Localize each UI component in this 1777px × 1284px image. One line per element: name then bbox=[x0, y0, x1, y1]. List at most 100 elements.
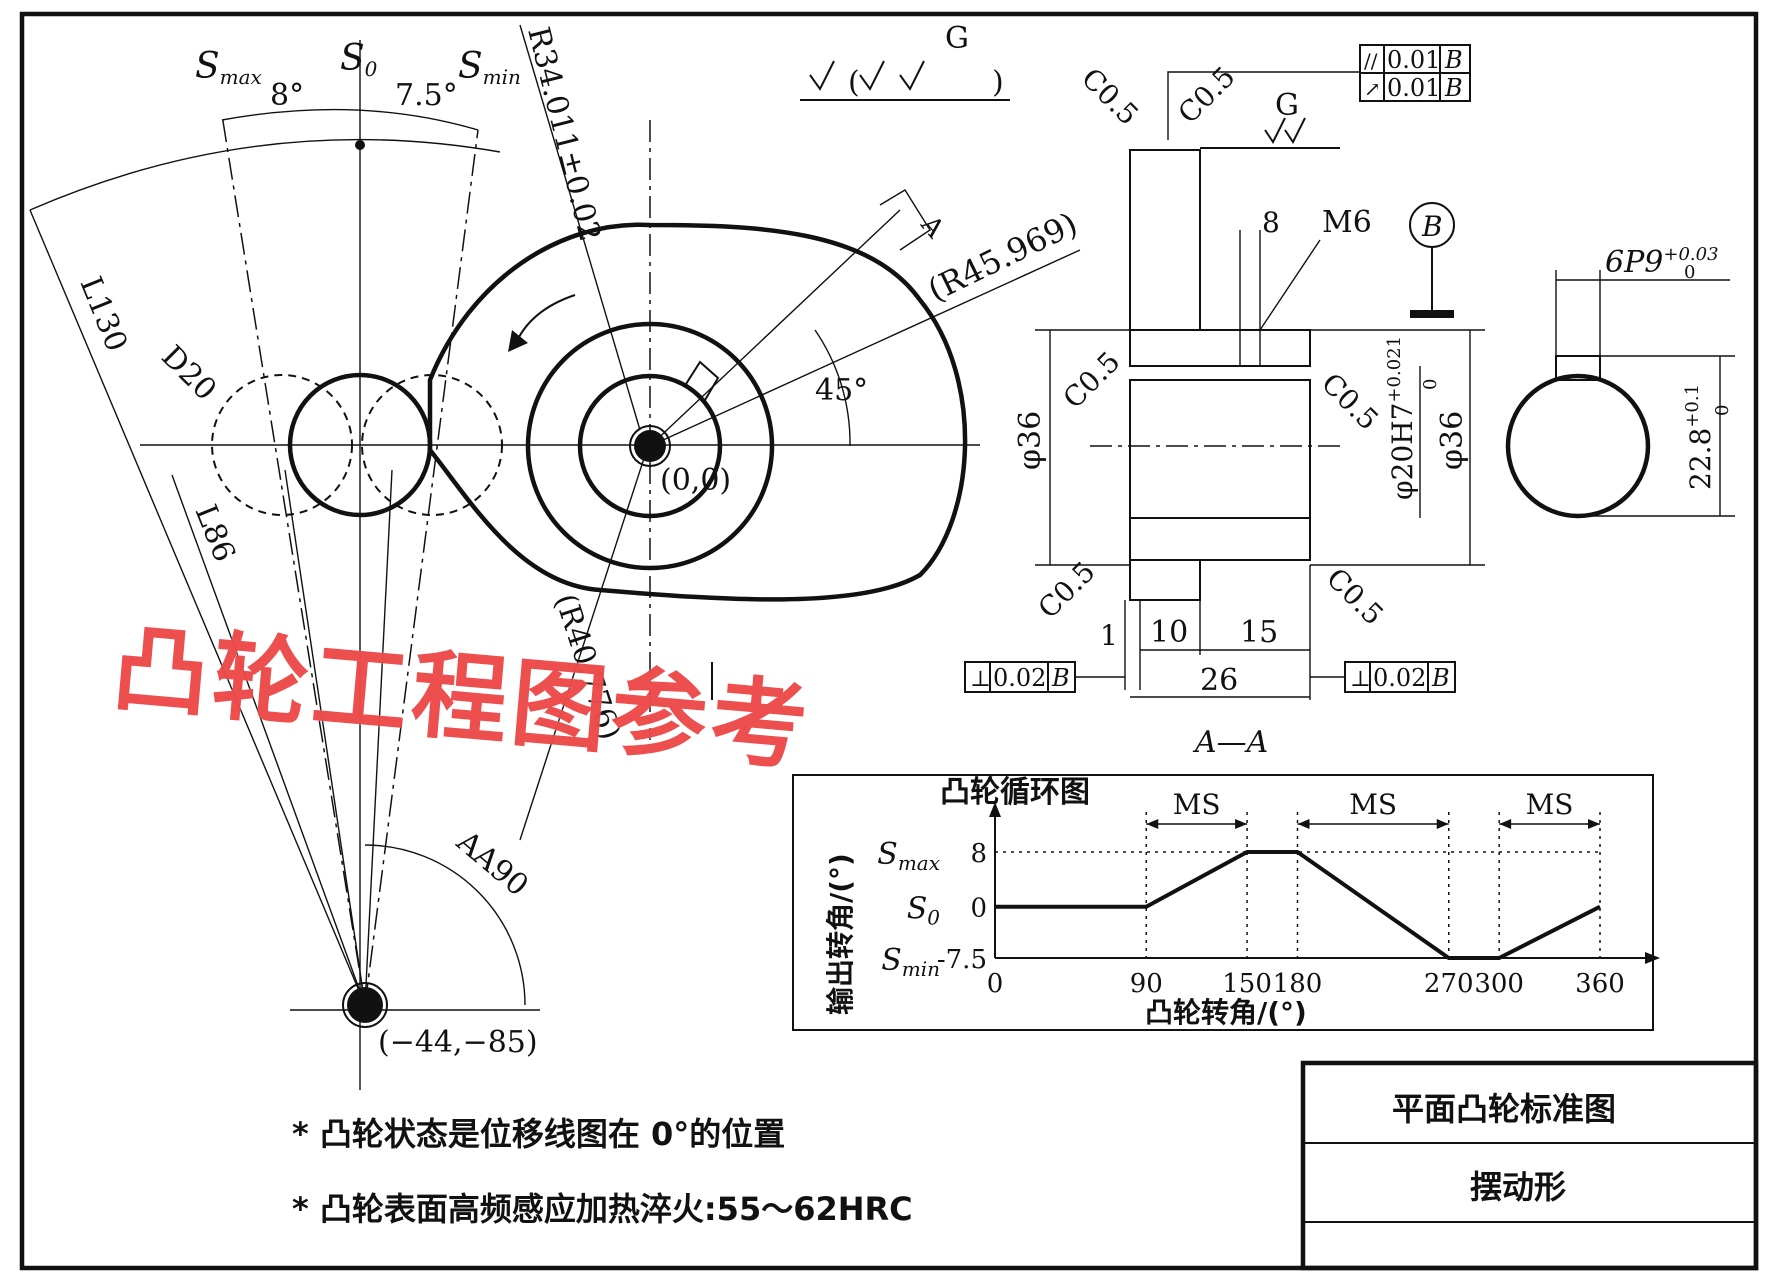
datum-b-base bbox=[1410, 310, 1454, 318]
fcf-top-2-value: 0.01 bbox=[1387, 74, 1440, 102]
c05-label-6: C0.5 bbox=[1320, 562, 1390, 632]
title-block: 平面凸轮标准图 摆动形 bbox=[1300, 1060, 1759, 1271]
section-cut-line bbox=[649, 209, 901, 447]
c05-label-1: C0.5 bbox=[1075, 62, 1145, 132]
p9-tol-lower: 0 bbox=[1684, 262, 1695, 283]
rotation-arrow bbox=[514, 294, 576, 346]
roller-smin bbox=[361, 374, 503, 516]
arm-smin-line bbox=[364, 129, 479, 1006]
note-2: * 凸轮表面高频感应加热淬火:55～62HRC bbox=[292, 1190, 913, 1228]
s0-label: S0 bbox=[340, 38, 378, 81]
dim-8-label: 8 bbox=[1262, 206, 1280, 239]
chart-x-tick-2: 150 bbox=[1222, 969, 1272, 999]
section-aa-label: A—A bbox=[1192, 725, 1268, 760]
c05-label-3: C0.5 bbox=[1057, 345, 1127, 415]
fcf-top-1-sym: // bbox=[1364, 49, 1378, 73]
finish-paren-open: ( bbox=[848, 65, 860, 100]
angle-7-5-label: 7.5° bbox=[395, 78, 458, 113]
sheet-border bbox=[19, 11, 1759, 1271]
chart-x-tick-6: 360 bbox=[1575, 969, 1625, 999]
l130-label: L130 bbox=[73, 272, 134, 357]
datum-b-label: B bbox=[1421, 210, 1443, 243]
fcf-top-leader bbox=[1167, 71, 1360, 140]
fcf-br-sym: ⊥ bbox=[1350, 667, 1371, 692]
roller-s0 bbox=[287, 372, 433, 518]
follower-swing-arc bbox=[29, 138, 501, 211]
phi20-label: φ20H7+0.021 bbox=[1384, 336, 1419, 500]
hub-bore-circle bbox=[577, 373, 723, 519]
m6-hole bbox=[1239, 329, 1261, 367]
phi20-tol-lower: 0 bbox=[1420, 379, 1441, 390]
chart-title: 凸轮循环图 bbox=[940, 775, 1090, 810]
cam-profile bbox=[427, 222, 968, 602]
chart-ylabel: 输出转角/(°) bbox=[824, 853, 857, 1015]
finish-paren-close: ) bbox=[992, 65, 1004, 100]
chart-segment-arrow-r-2 bbox=[1588, 819, 1600, 829]
smax-label: Smax bbox=[195, 46, 262, 89]
chart-x-axis-arrow bbox=[1645, 952, 1660, 964]
chart-segment-arrow-r-0 bbox=[1235, 819, 1248, 829]
chart-frame bbox=[792, 774, 1654, 1031]
angle-8-label: 8° bbox=[270, 78, 304, 113]
pivot-point bbox=[347, 987, 383, 1023]
section-hub-bottom bbox=[1129, 517, 1311, 561]
dim-1-label: 1 bbox=[1100, 619, 1118, 652]
roller-smax bbox=[211, 374, 353, 516]
section-view: 8 M6 B φ36 φ36 φ20H7+0.021 0 C0.5 C0.5 C… bbox=[964, 44, 1485, 760]
fcf-bottom-left-datum: B bbox=[1051, 664, 1070, 692]
angle-45-arc bbox=[814, 329, 851, 447]
chart-segment-arrow-l-0 bbox=[1146, 819, 1159, 829]
fcf-bottom-right-value: 0.02 bbox=[1373, 664, 1426, 692]
origin-label: (0,0) bbox=[660, 463, 731, 498]
chart-segment-label-0: MS bbox=[1173, 788, 1221, 821]
cam-center-ring bbox=[629, 425, 671, 467]
keyway-view: 6P9+0.03 0 22.8+0.1 0 bbox=[1505, 244, 1735, 519]
fcf-top-1-datum: B bbox=[1444, 46, 1463, 74]
p9-label: 6P9+0.03 bbox=[1605, 244, 1719, 280]
pivot-coord-label: (−44,−85) bbox=[378, 1025, 538, 1060]
chart-x-tick-5: 300 bbox=[1474, 969, 1524, 999]
chart-y-name-2: Smin bbox=[881, 943, 940, 981]
chart-x-tick-1: 90 bbox=[1130, 969, 1163, 999]
note-1: * 凸轮状态是位移线图在 0°的位置 bbox=[292, 1115, 785, 1153]
angle-dimension-arc bbox=[221, 108, 479, 131]
fcf-bottom-left-value: 0.02 bbox=[993, 664, 1046, 692]
c05-label-2: C0.5 bbox=[1172, 60, 1242, 130]
fcf-bl-sym: ⊥ bbox=[970, 667, 991, 692]
section-g-label: G bbox=[1275, 88, 1299, 123]
chart-segment-arrow-l-1 bbox=[1297, 819, 1310, 829]
cam-cycle-chart: 凸轮循环图 输出转角/(°) 凸轮转角/(°) 8Smax0S0-7.5Smin… bbox=[792, 774, 1660, 1031]
phi36-right-label: φ36 bbox=[1435, 411, 1470, 470]
dim-15-label: 15 bbox=[1240, 615, 1278, 650]
section-cam-plate-bottom bbox=[1129, 559, 1201, 601]
chart-x-tick-3: 180 bbox=[1273, 969, 1323, 999]
l86-label: L86 bbox=[188, 500, 242, 567]
title-block-row2-text: 摆动形 bbox=[1470, 1168, 1566, 1206]
arm-smax-line bbox=[221, 114, 366, 1006]
section-bore bbox=[1129, 379, 1311, 519]
section-cam-plate-top bbox=[1129, 149, 1201, 331]
pivot-ring bbox=[342, 982, 388, 1028]
r45-leader bbox=[649, 249, 1081, 447]
chart-segment-arrow-r-1 bbox=[1436, 819, 1449, 829]
s0-point bbox=[355, 140, 365, 150]
fcf-top-2-datum: B bbox=[1444, 74, 1463, 102]
chart-y-tick-0: 8 bbox=[970, 839, 987, 869]
dim-26-label: 26 bbox=[1200, 663, 1238, 698]
chart-y-tick-2: -7.5 bbox=[937, 945, 987, 975]
chart-series-line-0 bbox=[995, 850, 1601, 960]
fcf-bottom-right-datum: B bbox=[1431, 664, 1450, 692]
fcf-top-2-sym: ↗ bbox=[1364, 77, 1381, 101]
section-mark-label: A bbox=[914, 209, 950, 244]
chart-xlabel: 凸轮转角/(°) bbox=[1145, 996, 1307, 1029]
fcf-top-1-value: 0.01 bbox=[1387, 46, 1440, 74]
finish-symbol-top bbox=[800, 60, 1010, 101]
chart-segment-label-1: MS bbox=[1349, 788, 1397, 821]
chart-y-tick-1: 0 bbox=[970, 894, 987, 924]
section-finish-symbol bbox=[1200, 117, 1340, 149]
notes: * 凸轮状态是位移线图在 0°的位置 * 凸轮表面高频感应加热淬火:55～62H… bbox=[292, 1115, 913, 1228]
section-hub-top bbox=[1129, 329, 1311, 367]
d20-label: D20 bbox=[154, 339, 223, 408]
